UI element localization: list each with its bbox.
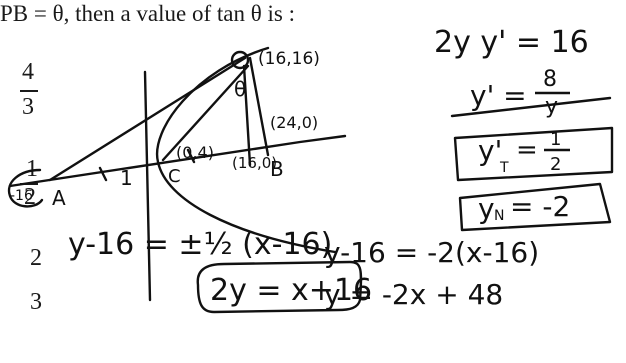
handwritten-normal-eq2: y = -2x + 48 — [324, 278, 503, 311]
point-p-mark — [230, 50, 250, 70]
label-point-m-coord: (16,0) — [232, 154, 277, 172]
handwritten-yn-sub: N — [494, 208, 504, 224]
handwritten-yn-rest: = -2 — [510, 190, 570, 223]
option-1-denominator: 3 — [22, 94, 34, 120]
box-around-equation — [196, 260, 363, 314]
chord-c-to-p — [161, 64, 250, 162]
handwritten-yt-num: 1 — [550, 129, 561, 150]
label-point-p: (16,16) — [258, 49, 320, 69]
label-point-a: A — [52, 186, 66, 210]
question-text: PB = θ, then a value of tan θ is : — [0, 1, 295, 26]
label-point-c-coord: (0,4) — [176, 143, 214, 162]
handwritten-normal-eq1: y-16 = -2(x-16) — [324, 236, 539, 269]
label-theta: θ — [234, 77, 246, 101]
box-around-yt — [453, 126, 614, 182]
circle-around-minus16 — [7, 168, 44, 208]
box-around-yn — [458, 182, 612, 232]
tick-mark — [98, 166, 108, 182]
label-segment-one: 1 — [120, 166, 133, 190]
y-axis-line — [143, 70, 152, 302]
handwritten-boxed-eq: 2y = x+16 — [210, 273, 372, 308]
tick-mark — [186, 148, 196, 164]
perpendicular-p-to-m — [242, 64, 252, 167]
label-point-c: C — [168, 166, 181, 187]
handwritten-yt-den: 2 — [550, 154, 561, 175]
handwritten-eq-yprime-den: y — [545, 94, 558, 119]
handwritten-eq-yprime-num: 8 — [543, 67, 557, 92]
label-point-b: B — [270, 157, 284, 181]
option-3-value: 2 — [30, 245, 42, 271]
handwritten-eq-yprime: y' = — [470, 79, 527, 112]
label-minus16: -16 — [10, 188, 33, 204]
label-point-b-coord: (24,0) — [270, 113, 318, 132]
handwritten-yt-eq: = — [516, 135, 538, 165]
parabola-curve — [155, 46, 337, 254]
handwritten-yt-lhs: y' — [478, 134, 502, 167]
option-2-numerator: 1 — [26, 156, 38, 182]
option-1-numerator: 4 — [22, 59, 34, 85]
option-2-denominator: 2 — [24, 184, 36, 210]
option-1-fraction-bar — [20, 90, 38, 92]
option-4-value: 3 — [30, 289, 42, 315]
handwritten-yt-sub: T — [499, 160, 509, 176]
normal-p-to-b — [248, 56, 270, 157]
divider-line — [450, 96, 612, 118]
tangent-line — [48, 56, 247, 182]
x-axis-line — [8, 134, 347, 188]
handwritten-eq-derivative: 2y y' = 16 — [434, 25, 589, 60]
handwritten-tangent-eq: y-16 = ±½ (x-16) — [68, 227, 332, 262]
handwritten-yn-y: y — [478, 192, 495, 225]
